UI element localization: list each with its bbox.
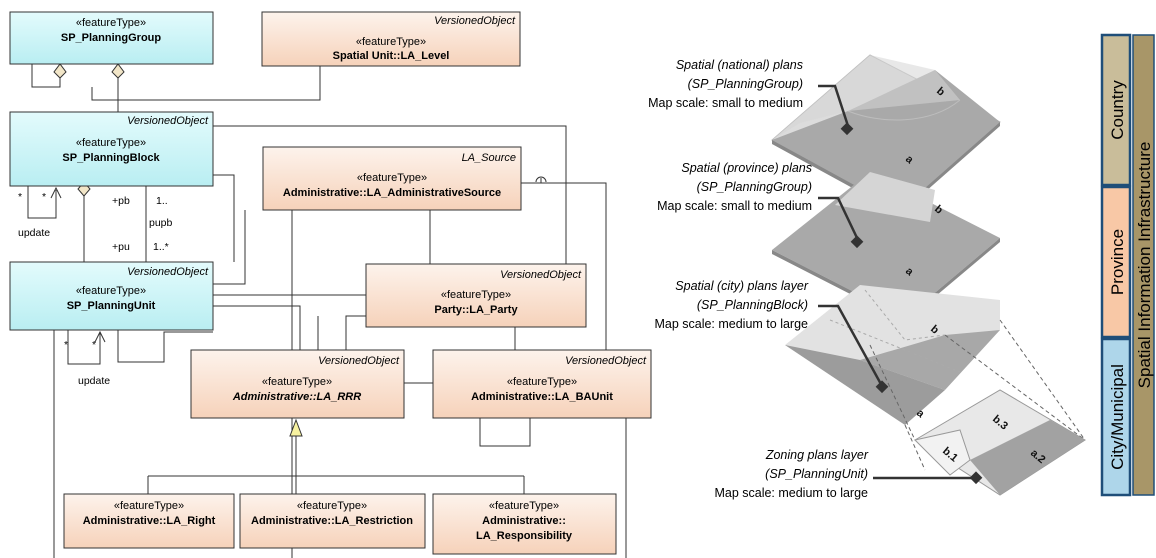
stereotype: «featureType»	[76, 137, 146, 149]
sidebar-label: Province	[1108, 229, 1127, 295]
caption-line: Spatial (national) plans	[676, 58, 803, 72]
role-label: +pb	[112, 195, 130, 207]
role-label: +pu	[112, 241, 130, 253]
layer-zoning: b.1 b.3 a.2	[914, 389, 1086, 496]
caption-line: (SP_PlanningUnit)	[765, 467, 868, 481]
class-name: Administrative::LA_RRR	[232, 391, 361, 403]
multiplicity-label: *	[42, 191, 46, 203]
superclass: VersionedObject	[127, 115, 209, 127]
caption-line: (SP_PlanningGroup)	[688, 77, 803, 91]
caption-zoning: Zoning plans layer (SP_PlanningUnit) Map…	[714, 448, 868, 500]
stereotype: «featureType»	[441, 289, 511, 301]
layer-province: b a	[772, 172, 1000, 322]
caption-line: Spatial (city) plans layer	[675, 279, 809, 293]
stereotype: «featureType»	[507, 376, 577, 388]
sidebar-label: City/Municipal	[1108, 364, 1127, 470]
multiplicity-label: *	[92, 339, 96, 351]
uml-class-baunit[interactable]: VersionedObject «featureType» Administra…	[432, 349, 652, 419]
caption-line: Map scale: medium to large	[654, 317, 808, 331]
uml-class-admin-source[interactable]: LA_Source «featureType» Administrative::…	[262, 146, 522, 211]
uml-class-rrr[interactable]: VersionedObject «featureType» Administra…	[190, 349, 405, 419]
uml-class-planning-group[interactable]: «featureType» SP_PlanningGroup	[9, 11, 214, 65]
class-name: SP_PlanningBlock	[62, 152, 160, 164]
superclass: LA_Source	[462, 152, 516, 164]
uml-class-restriction[interactable]: «featureType» Administrative::LA_Restric…	[239, 493, 426, 549]
uml-class-party[interactable]: VersionedObject «featureType» Party::LA_…	[365, 263, 587, 328]
sidebar-province: Province	[1100, 185, 1132, 339]
class-name-line2: LA_Responsibility	[476, 530, 573, 542]
caption-province: Spatial (province) plans (SP_PlanningGro…	[657, 161, 812, 213]
stereotype: «featureType»	[76, 17, 146, 29]
caption-line: (SP_PlanningBlock)	[697, 298, 808, 312]
sidebar-label: Spatial Information Infrastructure	[1135, 142, 1154, 389]
class-name: Administrative::LA_Right	[83, 515, 216, 527]
uml-class-planning-unit[interactable]: VersionedObject «featureType» SP_Plannin…	[9, 261, 214, 331]
sidebar-country: Country	[1100, 33, 1132, 187]
caption-line: Map scale: small to medium	[657, 199, 812, 213]
class-name: Administrative::LA_Restriction	[251, 515, 413, 527]
layer-city: b a	[785, 285, 1086, 471]
multiplicity-label: *	[64, 339, 68, 351]
multiplicity-label: 1..	[156, 195, 168, 207]
superclass: VersionedObject	[127, 266, 209, 278]
caption-national: Spatial (national) plans (SP_PlanningGro…	[648, 58, 803, 110]
class-name: Party::LA_Party	[434, 304, 518, 316]
sidebar-sdi: Spatial Information Infrastructure	[1132, 34, 1155, 496]
superclass: VersionedObject	[318, 355, 400, 367]
superclass: VersionedObject	[565, 355, 647, 367]
stereotype: «featureType»	[297, 500, 367, 512]
uml-labels: * * update +pb 1.. pupb +pu 1..* * * upd…	[18, 191, 173, 387]
class-name: Spatial Unit::LA_Level	[333, 50, 450, 62]
stereotype: «featureType»	[356, 36, 426, 48]
association-label: pupb	[149, 217, 173, 229]
stereotype: «featureType»	[76, 285, 146, 297]
caption-line: Spatial (province) plans	[681, 161, 812, 175]
class-name: SP_PlanningUnit	[67, 300, 156, 312]
multiplicity-label: 1..*	[153, 241, 169, 253]
stereotype: «featureType»	[262, 376, 332, 388]
role-label: update	[78, 375, 110, 387]
sidebar-label: Country	[1108, 80, 1127, 140]
class-name: Administrative::LA_AdministrativeSource	[283, 187, 501, 199]
multiplicity-label: *	[18, 191, 22, 203]
class-name: Administrative::LA_BAUnit	[471, 391, 613, 403]
uml-class-level[interactable]: VersionedObject «featureType» Spatial Un…	[261, 11, 521, 67]
uml-class-responsibility[interactable]: «featureType» Administrative:: LA_Respon…	[432, 493, 617, 555]
role-label: update	[18, 227, 50, 239]
superclass: VersionedObject	[500, 269, 582, 281]
stereotype: «featureType»	[357, 172, 427, 184]
uml-class-right[interactable]: «featureType» Administrative::LA_Right	[63, 493, 235, 549]
stereotype: «featureType»	[489, 500, 559, 512]
sidebar-municipal: City/Municipal	[1100, 337, 1132, 497]
caption-city: Spatial (city) plans layer (SP_PlanningB…	[654, 279, 808, 331]
caption-line: Map scale: medium to large	[714, 486, 868, 500]
uml-class-planning-block[interactable]: VersionedObject «featureType» SP_Plannin…	[9, 111, 214, 187]
caption-line: (SP_PlanningGroup)	[697, 180, 812, 194]
caption-line: Zoning plans layer	[765, 448, 869, 462]
layer-national: b a	[771, 54, 1001, 214]
caption-line: Map scale: small to medium	[648, 96, 803, 110]
superclass: VersionedObject	[434, 15, 516, 27]
stereotype: «featureType»	[114, 500, 184, 512]
callout-leaders	[818, 84, 978, 480]
uml-connectors	[27, 63, 627, 558]
class-name: SP_PlanningGroup	[61, 32, 162, 44]
class-name-line1: Administrative::	[482, 515, 566, 527]
